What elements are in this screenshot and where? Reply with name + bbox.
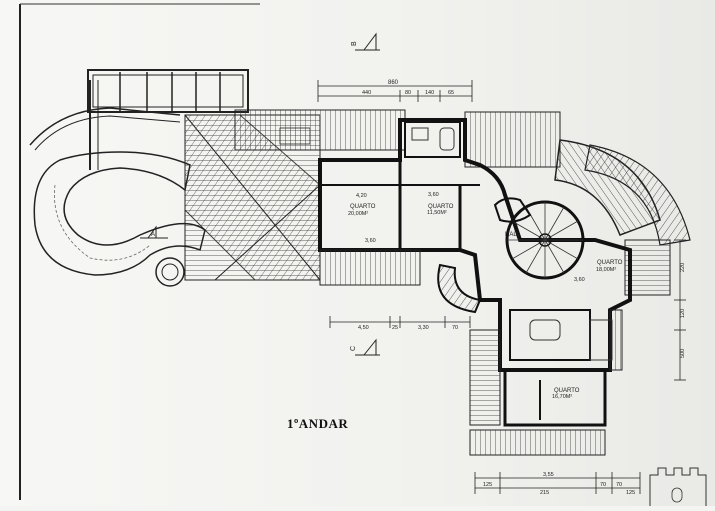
dim-right-b: 120 — [680, 309, 686, 318]
section-mark-a: A — [140, 225, 168, 239]
dimension-mid: 4,50 25 3,30 70 — [329, 316, 471, 331]
pool — [33, 151, 206, 287]
room-q4-area: 16,70M² — [552, 394, 572, 400]
room-q2-name: QUARTO — [428, 204, 454, 210]
floor-title: 1ºANDAR — [287, 416, 349, 431]
dim-mid-d: 70 — [452, 325, 458, 331]
spiral-stair — [493, 197, 585, 280]
terrace-top — [234, 109, 561, 168]
curved-balcony — [437, 263, 482, 314]
section-label-a: A — [151, 232, 155, 238]
dim-mid-c: 3,30 — [418, 325, 429, 331]
dim-bottom-a: 125 — [483, 482, 492, 488]
dim-bottom-c: 70 — [600, 482, 606, 488]
section-label-c: C — [350, 346, 357, 351]
dim-bottom-e: 215 — [540, 490, 549, 496]
room-q1-area: 20,00M² — [348, 211, 368, 217]
dim-bottom-b: 3,55 — [543, 472, 554, 478]
dim-top-d: 65 — [448, 90, 454, 96]
room-labels: 4,20 QUARTO 20,00M² 3,60 3,60 QUARTO 11,… — [348, 192, 623, 400]
stair-fan-right — [554, 139, 691, 296]
room-q3-dim: 3,60 — [574, 277, 585, 283]
lower-rooms — [469, 309, 623, 456]
room-q2-area: 11,50M² — [427, 210, 447, 216]
dimension-bottom: 125 3,55 70 70 215 125 — [474, 472, 641, 496]
dim-bottom-d: 70 — [616, 482, 622, 488]
room-q1-dim: 4,20 — [356, 193, 367, 199]
room-q3-area: 18,00M² — [596, 267, 616, 273]
room-q3-name: QUARTO — [597, 260, 623, 266]
building-walls — [318, 118, 632, 372]
corner-turret — [649, 467, 707, 506]
pergola — [29, 69, 249, 170]
dim-right-a: 220 — [680, 263, 686, 272]
dim-top-a: 440 — [362, 90, 371, 96]
section-mark-b: B — [351, 32, 380, 51]
dimension-right: 220 120 500 — [674, 239, 686, 381]
dim-top-b: 80 — [405, 90, 411, 96]
room-hall-name: HALL — [505, 232, 521, 238]
dim-top-c: 140 — [425, 90, 434, 96]
room-q1-name: QUARTO — [350, 204, 376, 210]
dim-bottom-f: 125 — [626, 490, 635, 496]
dim-top-total: 860 — [388, 80, 399, 86]
room-q1-dim2: 3,60 — [365, 238, 376, 244]
dim-mid-a: 4,50 — [358, 325, 369, 331]
room-q4-name: QUARTO — [554, 388, 580, 394]
section-mark-c: C — [350, 338, 380, 356]
section-label-b: B — [351, 41, 358, 46]
room-q2-dim: 3,60 — [428, 192, 439, 198]
dimension-top: 860 440 80 140 65 — [317, 80, 473, 102]
dim-mid-b: 25 — [392, 325, 398, 331]
dim-right-c: 500 — [680, 349, 686, 358]
